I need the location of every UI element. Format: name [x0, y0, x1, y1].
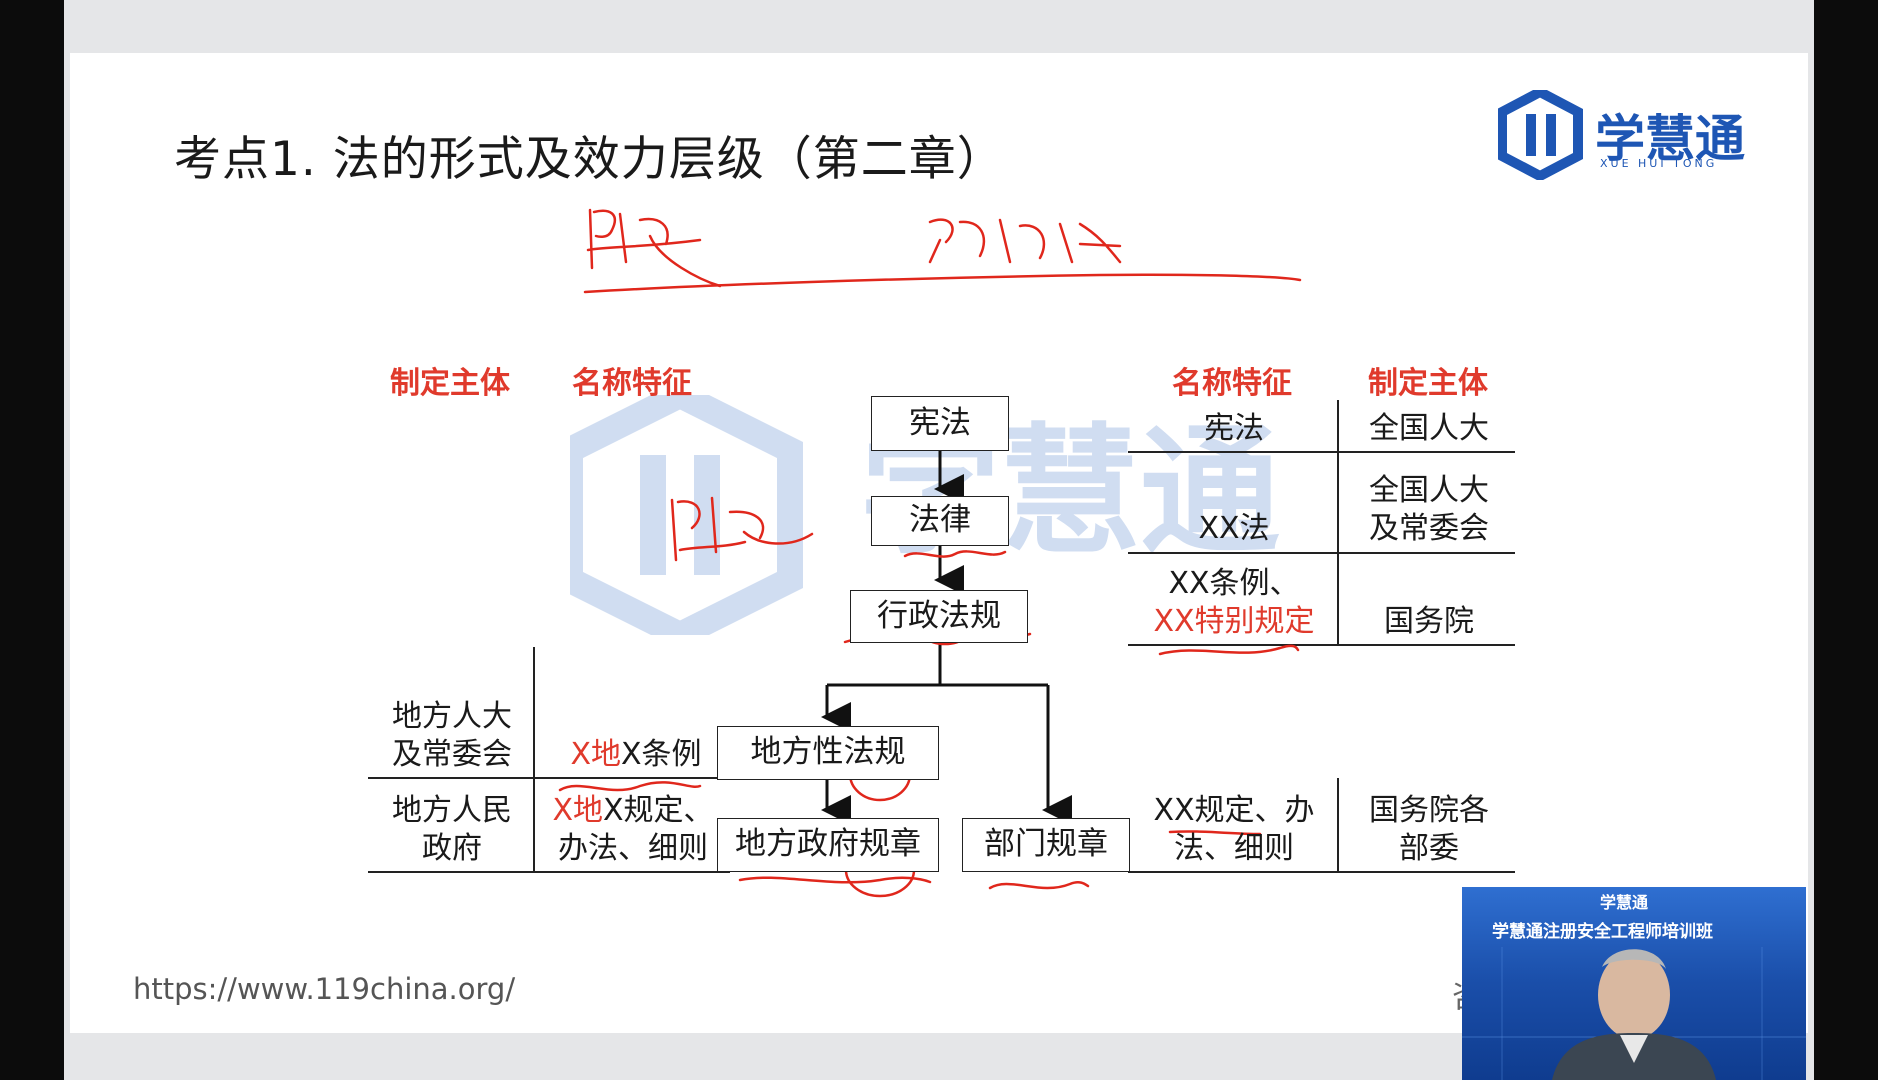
right-row1-name: 宪法 — [1204, 411, 1264, 446]
right-row2-subject: 全国人大 及常委会 — [1369, 473, 1489, 546]
brand-pinyin: XUE HUI TONG — [1600, 157, 1718, 170]
webcam-banner: 学慧通注册安全工程师培训班 — [1492, 922, 1713, 942]
webcam-brand: 学慧通 — [1600, 893, 1649, 912]
left-name-header: 名称特征 — [572, 366, 692, 401]
box-dept-rule: 部门规章 — [962, 818, 1130, 872]
footer-url[interactable]: https://www.119china.org/ — [133, 972, 516, 1006]
left-row2-subject: 地方人民 政府 — [392, 793, 512, 866]
brand-logo-icon — [1498, 90, 1583, 180]
right-row2-name: XX法 — [1198, 511, 1270, 546]
right-subject-header: 制定主体 — [1368, 366, 1488, 401]
left-row1-name: X地X条例 — [570, 737, 702, 772]
right-row4-name: XX规定、办 法、细则 — [1153, 793, 1315, 866]
webcam-video[interactable] — [1462, 887, 1806, 1080]
right-row3-name: XX条例、 XX特别规定 — [1153, 566, 1315, 639]
box-local-regulation: 地方性法规 — [717, 726, 939, 780]
box-law: 法律 — [871, 496, 1009, 546]
box-admin-regulation: 行政法规 — [850, 590, 1028, 643]
slide-title: 考点1. 法的形式及效力层级（第二章） — [174, 132, 1005, 187]
right-row4-subject: 国务院各 部委 — [1369, 793, 1489, 866]
left-row1-subject: 地方人大 及常委会 — [392, 699, 512, 772]
left-row2-name: X地X规定、 办法、细则 — [552, 793, 714, 866]
box-constitution: 宪法 — [871, 396, 1009, 451]
presenter-silhouette-icon — [1462, 947, 1806, 1080]
box-local-gov-rule: 地方政府规章 — [717, 818, 939, 872]
right-row1-subject: 全国人大 — [1369, 411, 1489, 446]
right-name-header: 名称特征 — [1172, 366, 1292, 401]
left-subject-header: 制定主体 — [390, 366, 510, 401]
right-row3-subject: 国务院 — [1384, 604, 1474, 639]
brand-name: 学慧通 — [1595, 110, 1745, 168]
